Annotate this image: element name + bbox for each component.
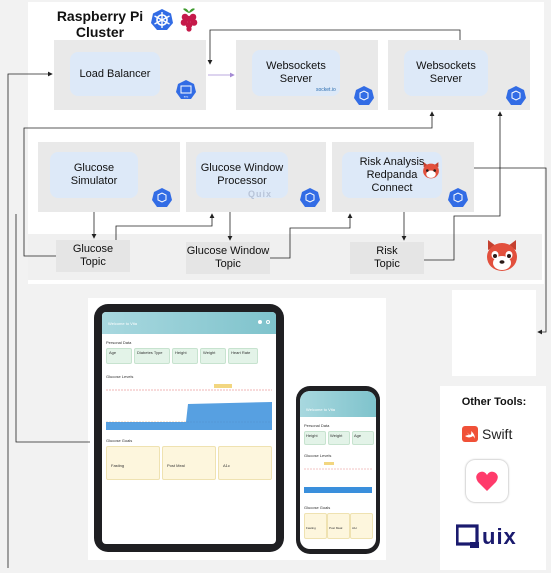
quix-q-icon — [456, 524, 479, 548]
tablet-stat-weight: Weight — [200, 348, 226, 364]
quix-watermark: Quix — [248, 189, 273, 199]
phone-feed-post-meal: Post Meal — [327, 513, 350, 539]
phone-app-bar: Welcome to Vita — [300, 391, 376, 417]
device-target-panel — [452, 290, 536, 376]
tablet-welcome-text: Welcome to Vita — [108, 321, 137, 326]
tablet-feed-fasting: Fasting — [106, 446, 160, 480]
cluster-title: Raspberry Pi Cluster — [52, 8, 148, 40]
tablet-profile-icon[interactable] — [266, 320, 270, 324]
heart-icon — [476, 471, 498, 491]
phone-glucose-goals-heading: Glucose Goals — [304, 505, 331, 510]
phone-feed-fasting: Fasting — [304, 513, 327, 539]
tablet-feed-a1c: A1c — [218, 446, 272, 480]
phone-stat-weight: Weight — [328, 431, 350, 445]
k8s-pod-icon-websockets-2 — [506, 86, 526, 105]
tablet-feed-post-meal: Post Meal — [162, 446, 216, 480]
health-app-icon — [466, 460, 508, 502]
quix-label: uix — [482, 524, 517, 549]
phone-personal-data-heading: Personal Data — [304, 423, 330, 428]
svg-text:svc: svc — [184, 95, 189, 99]
k8s-svc-icon-load-balancer: svc — [176, 80, 196, 99]
websockets-server-2-node[interactable]: Websockets Server — [404, 50, 488, 96]
tablet-mockup: Welcome to Vita Personal Data Age Diabet… — [94, 304, 284, 552]
load-balancer-node[interactable]: Load Balancer — [70, 52, 160, 96]
tablet-stat-heart-rate: Heart Rate — [228, 348, 258, 364]
tablet-screen: Welcome to Vita Personal Data Age Diabet… — [102, 312, 276, 544]
kubernetes-icon — [151, 9, 173, 30]
k8s-pod-icon-glucose-simulator — [152, 188, 172, 207]
phone-stat-height: Height — [304, 431, 326, 445]
glucose-topic[interactable]: Glucose Topic — [56, 240, 130, 272]
swift-icon — [462, 426, 478, 442]
cluster-title-line1: Raspberry Pi — [56, 8, 144, 24]
quix-logo: uix — [456, 524, 517, 550]
other-tools-title: Other Tools: — [461, 396, 527, 408]
redpanda-small-icon — [423, 162, 439, 179]
tablet-stat-height: Height — [172, 348, 198, 364]
k8s-pod-icon-window-processor — [300, 188, 320, 207]
websockets-server-1-node[interactable]: Websockets Server — [252, 50, 340, 96]
tablet-glucose-chart — [106, 384, 272, 430]
risk-analysis-node[interactable]: Risk Analysis Redpanda Connect — [342, 152, 442, 198]
tablet-stat-age: Age — [106, 348, 132, 364]
swift-label: Swift — [482, 426, 513, 442]
redpanda-icon — [487, 240, 517, 271]
glucose-window-processor-node[interactable]: Glucose Window Processor — [196, 152, 288, 198]
phone-feed-a1c: A1c — [350, 513, 373, 539]
tablet-glucose-levels-heading: Glucose Levels — [106, 374, 134, 379]
phone-mockup: Welcome to Vita Personal Data Height Wei… — [296, 386, 380, 554]
risk-topic[interactable]: Risk Topic — [350, 242, 424, 274]
swift-logo: Swift — [462, 426, 512, 442]
k8s-pod-icon-websockets-1 — [354, 86, 374, 105]
tablet-glucose-goals-heading: Glucose Goals — [106, 438, 133, 443]
tablet-settings-icon[interactable] — [258, 320, 262, 324]
phone-glucose-levels-heading: Glucose Levels — [304, 453, 332, 458]
socket-io-watermark: socket.io — [316, 87, 336, 93]
cluster-title-line2: Cluster — [75, 24, 125, 40]
raspberry-pi-icon — [180, 8, 198, 32]
phone-stat-age: Age — [352, 431, 374, 445]
glucose-window-topic[interactable]: Glucose Window Topic — [186, 242, 270, 274]
phone-screen: Welcome to Vita Personal Data Height Wei… — [300, 391, 376, 549]
tablet-personal-data-heading: Personal Data — [106, 340, 132, 345]
tablet-app-bar: Welcome to Vita — [102, 312, 276, 334]
phone-glucose-chart — [304, 462, 372, 493]
k8s-pod-icon-risk-analysis — [448, 188, 468, 207]
tablet-stat-diabetes-type: Diabetes Type — [134, 348, 170, 364]
phone-welcome-text: Welcome to Vita — [306, 407, 335, 412]
glucose-simulator-node[interactable]: Glucose Simulator — [50, 152, 138, 198]
